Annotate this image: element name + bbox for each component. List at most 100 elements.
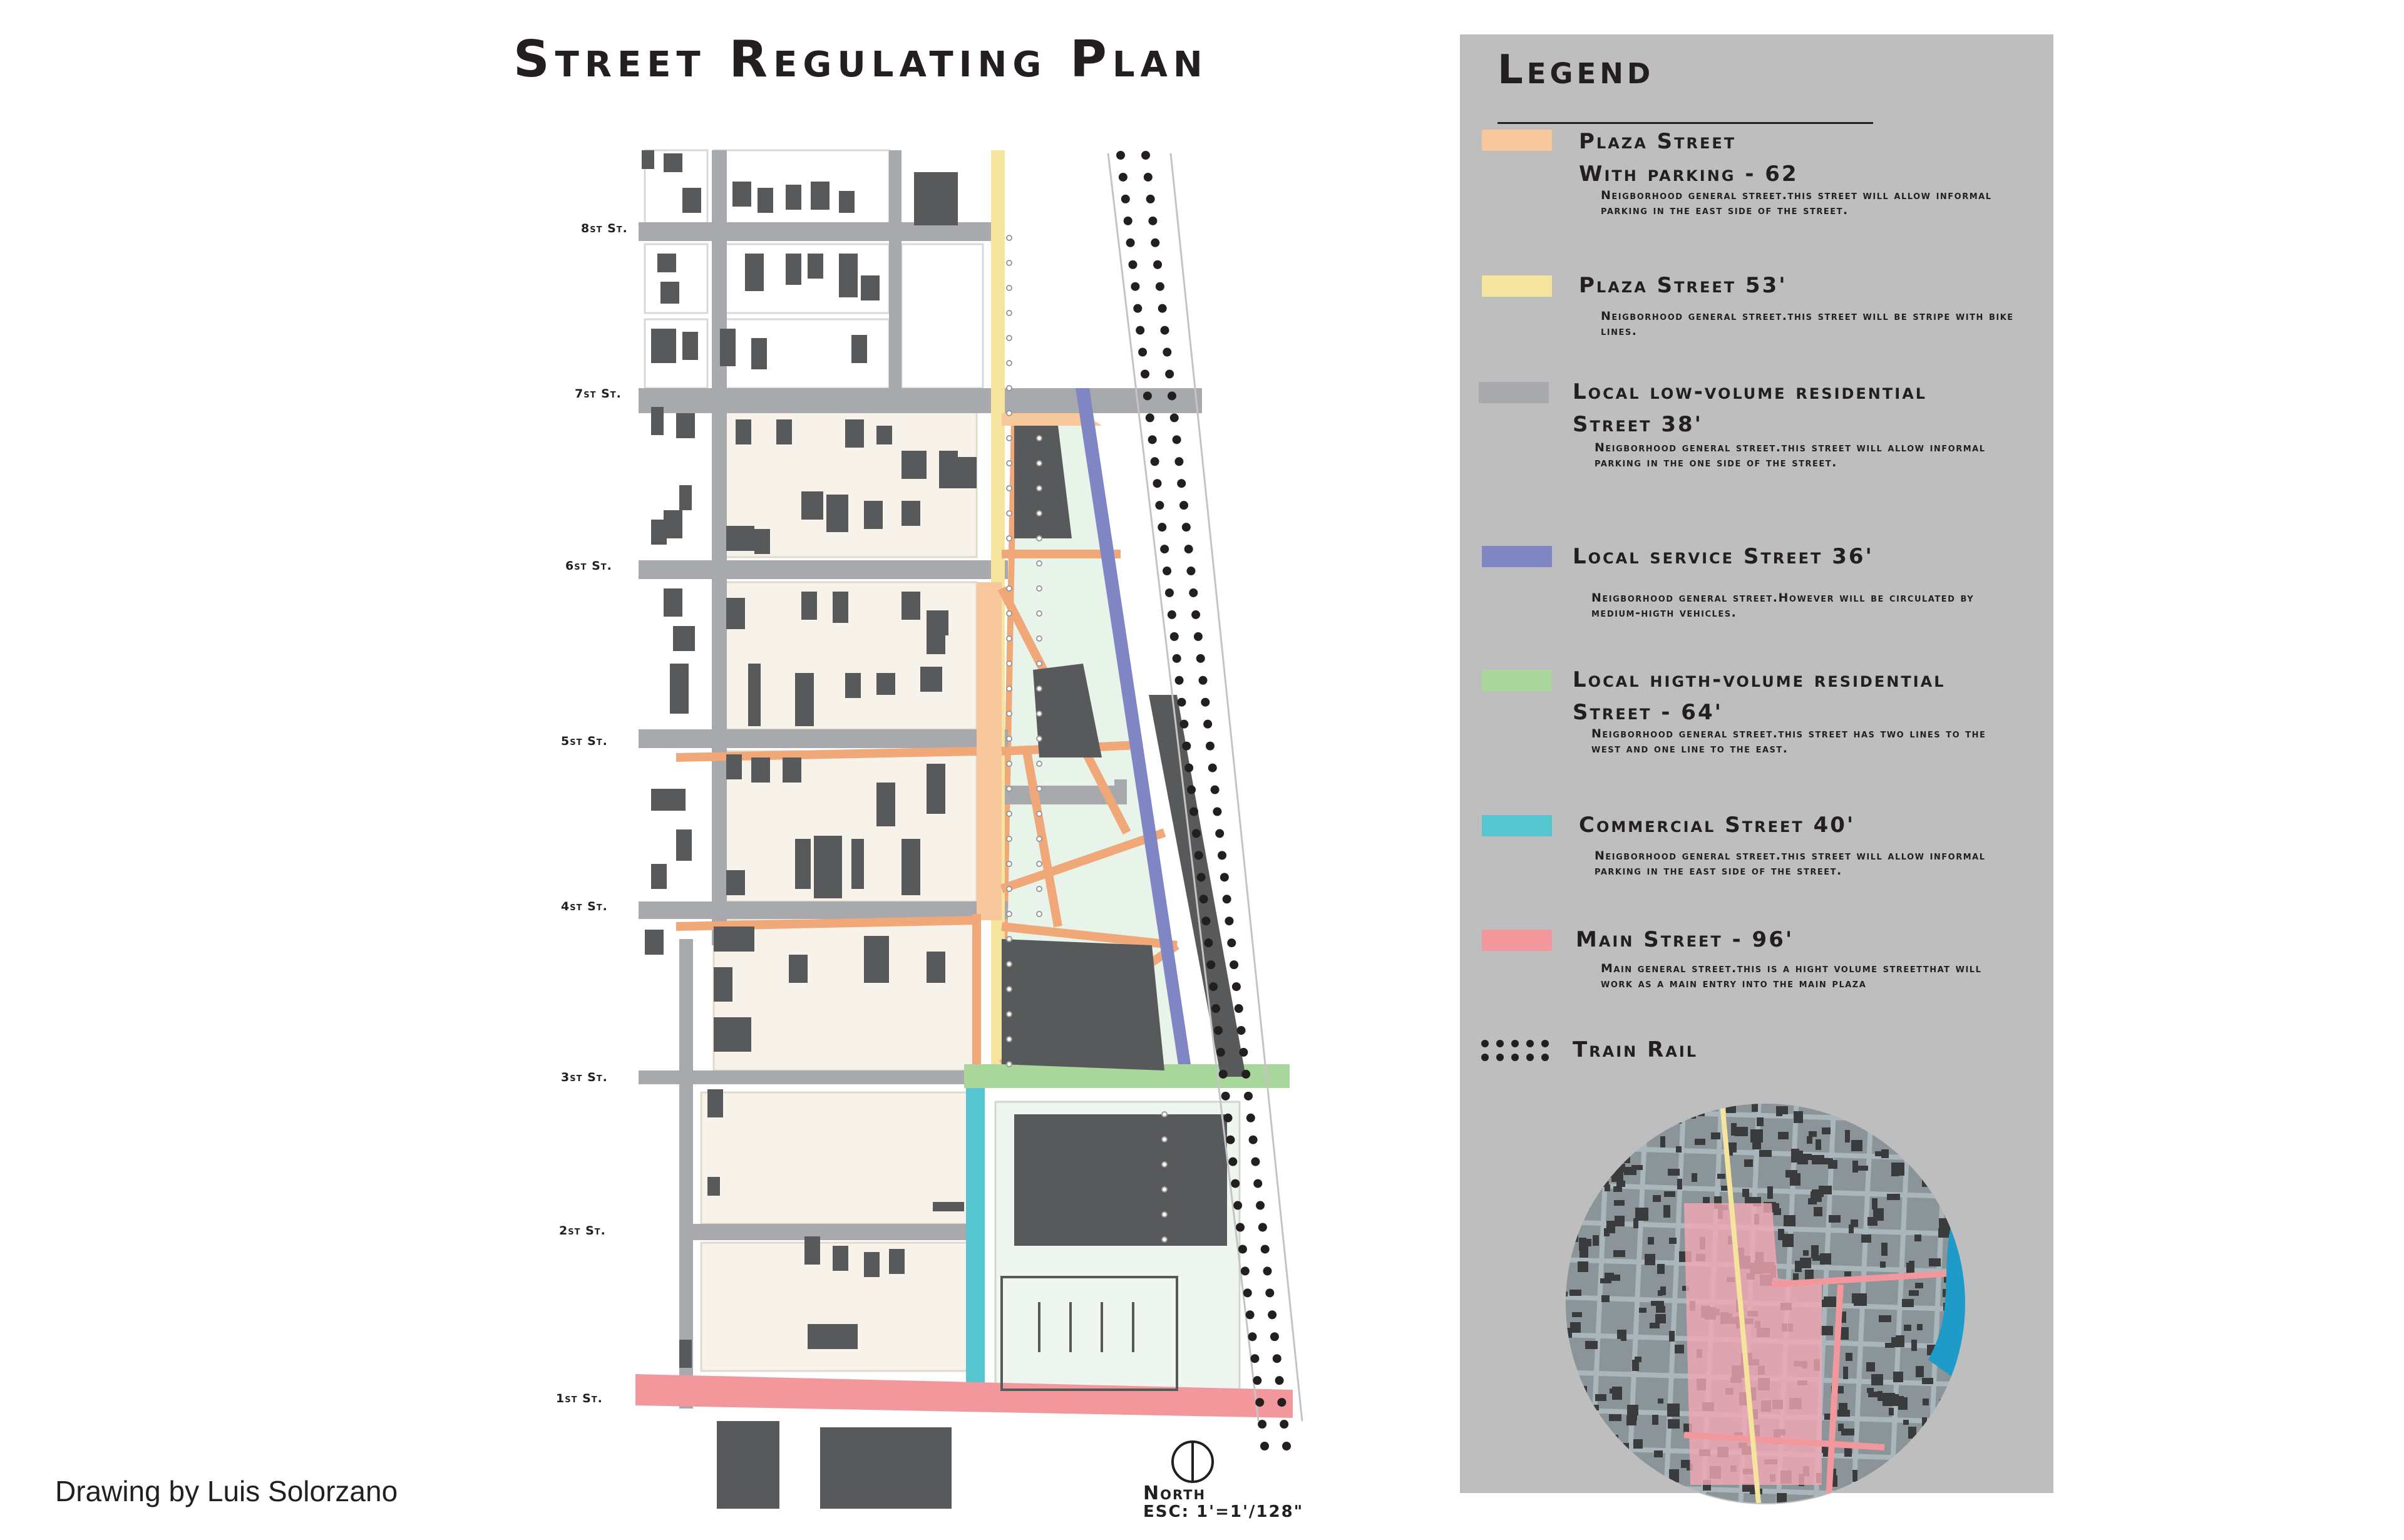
rail-dot <box>1160 326 1169 335</box>
rail-dot <box>1280 1420 1289 1429</box>
inset-building <box>1867 1217 1877 1226</box>
inset-building <box>1778 1229 1784 1240</box>
rail-dot <box>1182 741 1191 751</box>
inset-building <box>1585 1120 1593 1129</box>
inset-building <box>1946 1159 1956 1166</box>
inset-building <box>1812 1155 1824 1164</box>
rail-dot <box>1167 391 1176 401</box>
inset-building <box>1956 1471 1965 1481</box>
inset-building <box>1946 1417 1959 1424</box>
inset-building <box>1811 1245 1819 1258</box>
locator-map <box>1564 1102 1966 1504</box>
inset-building <box>1923 1445 1932 1454</box>
rail-dot <box>1116 151 1125 160</box>
inset-building <box>1868 1392 1879 1397</box>
inset-building <box>1812 1255 1824 1261</box>
inset-building <box>1632 1360 1639 1371</box>
tree-dot <box>1161 1161 1168 1168</box>
inset-building <box>1669 1469 1679 1482</box>
inset-building <box>1778 1132 1789 1139</box>
inset-building <box>1566 1221 1576 1226</box>
rail-dot <box>1179 501 1189 510</box>
inset-building <box>1711 1132 1720 1139</box>
inset-building <box>1601 1295 1610 1302</box>
rail-dot <box>1160 545 1169 554</box>
rail-dot <box>1138 347 1148 357</box>
rail-dot <box>1211 1004 1221 1014</box>
inset-building <box>1695 1139 1705 1145</box>
rail-dot <box>1133 304 1143 313</box>
rail-dot <box>1238 1245 1247 1254</box>
inset-building <box>1590 1449 1595 1454</box>
rail-dot <box>1240 1266 1250 1276</box>
rail-dot <box>1184 763 1194 773</box>
rail-dot <box>1199 895 1208 904</box>
inset-building <box>1885 1343 1894 1348</box>
inset-building <box>1593 1235 1599 1246</box>
inset-building <box>1790 1173 1800 1186</box>
inset-building <box>1891 1163 1904 1176</box>
inset-building <box>1660 1286 1666 1295</box>
tree-dot <box>1006 485 1012 491</box>
rail-dot <box>1265 1288 1275 1298</box>
inset-building <box>1665 1480 1670 1488</box>
inset-building <box>1613 1186 1622 1192</box>
tree-dot <box>1006 811 1012 817</box>
inset-building <box>1793 1273 1799 1286</box>
inset-building <box>1809 1131 1817 1137</box>
legend-swatch-plaza-53 <box>1482 275 1552 297</box>
inset-building <box>1632 1412 1637 1420</box>
rail-dot <box>1153 260 1163 269</box>
inset-building <box>1839 1327 1849 1340</box>
tree-dot <box>1036 685 1042 692</box>
rail-dot <box>1193 632 1203 641</box>
inset-street <box>1888 1103 1912 1504</box>
rail-dot <box>1143 172 1153 182</box>
inset-building <box>1805 1270 1814 1282</box>
inset-building <box>1824 1414 1836 1420</box>
plaza-street-parking <box>977 413 1102 920</box>
inset-building <box>1907 1450 1918 1459</box>
rail-dot <box>1177 697 1186 707</box>
rail-dot <box>1191 829 1201 838</box>
rail-dot <box>1158 523 1167 532</box>
inset-building <box>1565 1195 1569 1203</box>
rail-dot <box>1189 588 1198 597</box>
tree-dot <box>1006 1036 1012 1042</box>
inset-building <box>1660 1136 1665 1147</box>
inset-building <box>1717 1174 1725 1179</box>
inset-building <box>1655 1314 1666 1323</box>
inset-building <box>1650 1323 1660 1328</box>
inset-building <box>1613 1250 1625 1257</box>
inset-building <box>1757 1117 1764 1126</box>
inset-building <box>1657 1264 1665 1274</box>
legend-swatch-plaza-parking <box>1482 130 1552 151</box>
inset-building <box>1615 1216 1625 1226</box>
inset-building <box>1587 1161 1593 1171</box>
rail-dot <box>1158 304 1167 313</box>
rail-dot <box>1270 1332 1279 1342</box>
inset-building <box>1650 1475 1657 1483</box>
inset-building <box>1904 1325 1911 1331</box>
inset-building <box>1616 1181 1625 1187</box>
inset-building <box>1565 1489 1570 1496</box>
inset-building <box>1852 1161 1858 1173</box>
rail-dot <box>1163 567 1172 576</box>
inset-building <box>1726 1146 1733 1156</box>
rail-dot <box>1164 588 1174 597</box>
inset-building <box>1566 1233 1573 1242</box>
rail-dot <box>1196 873 1206 882</box>
inset-building <box>1893 1396 1904 1406</box>
inset-building <box>1668 1169 1680 1176</box>
tree-dot <box>1161 1186 1168 1193</box>
rail-dot <box>1204 938 1213 948</box>
inset-building <box>1854 1293 1867 1306</box>
rail-dot <box>1206 960 1216 970</box>
tree-dot <box>1036 711 1042 717</box>
inset-building <box>1784 1215 1795 1226</box>
tree-dot <box>1006 535 1012 542</box>
inset-building <box>1899 1452 1911 1464</box>
inset-building <box>1682 1286 1689 1291</box>
rail-dot <box>1253 1376 1262 1385</box>
inset-building <box>1895 1479 1903 1488</box>
